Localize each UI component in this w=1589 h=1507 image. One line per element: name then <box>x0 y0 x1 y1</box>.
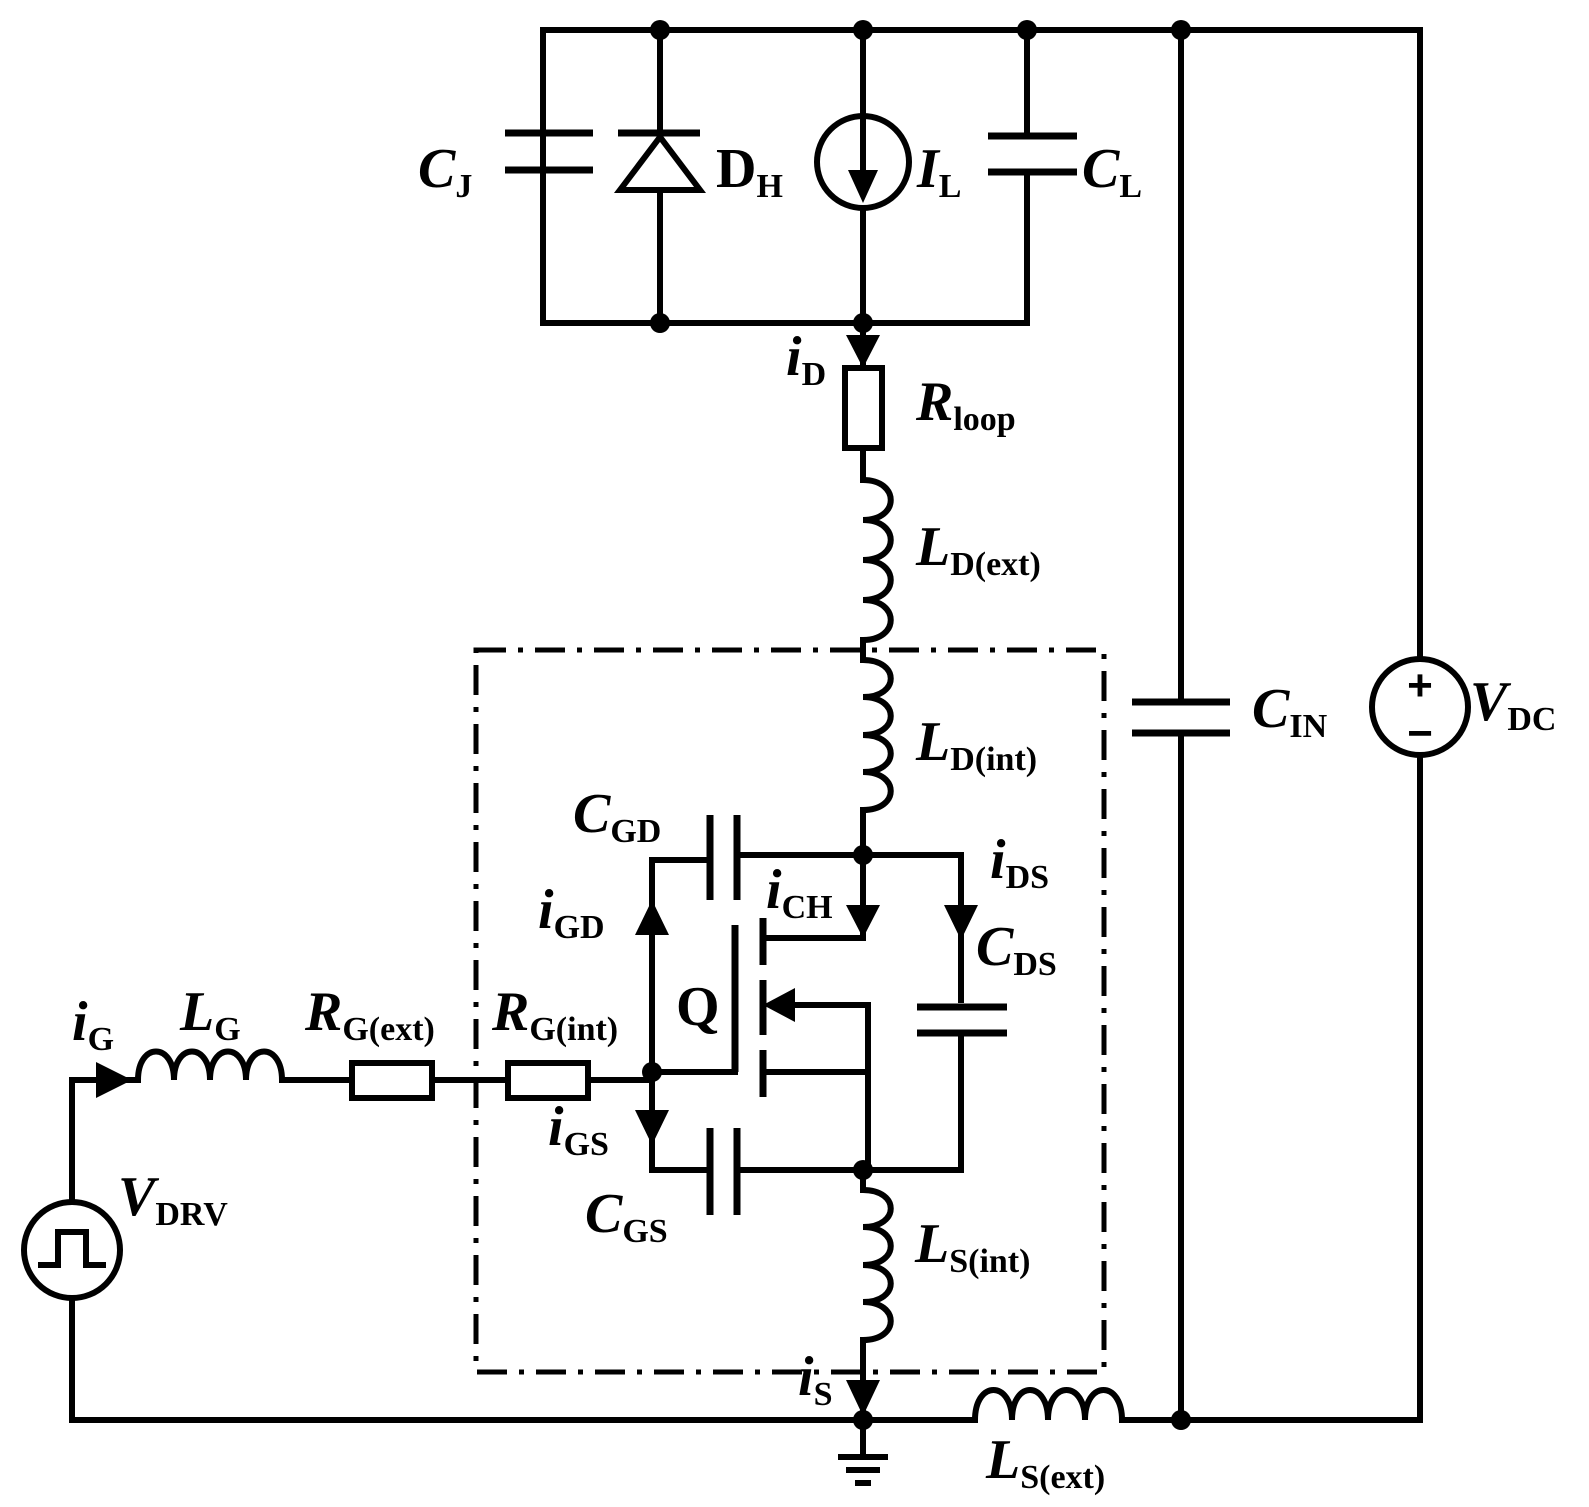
label-rg-int: RG(int) <box>491 981 618 1048</box>
device-package-boundary <box>473 647 1107 1375</box>
vdrv-pulse-source <box>21 1199 123 1301</box>
is-arrow <box>846 1380 880 1416</box>
label-il: IL <box>916 138 961 205</box>
label-rloop: Rloop <box>915 371 1016 438</box>
cj-capacitor <box>505 30 593 323</box>
ls-int-inductor <box>862 1187 894 1343</box>
ld-int-inductor <box>862 657 894 813</box>
label-cj: CJ <box>418 138 472 205</box>
label-ig: iG <box>72 991 114 1058</box>
lg-inductor <box>135 1048 285 1081</box>
cl-capacitor <box>988 30 1077 323</box>
junction-dot <box>650 20 670 40</box>
junction-dot <box>1017 20 1037 40</box>
power-loop: + − <box>860 27 1471 1430</box>
load-section <box>505 20 1423 333</box>
gate-drive-loop <box>21 1048 866 1423</box>
ls-ext-inductor <box>972 1387 1125 1421</box>
label-q: Q <box>676 976 720 1038</box>
ich-arrow <box>846 905 880 938</box>
label-cds: CDS <box>976 916 1057 983</box>
vdc-minus-sign: − <box>1407 709 1433 758</box>
igd-arrow <box>635 900 669 935</box>
label-ld-ext: LD(ext) <box>915 516 1041 583</box>
label-dh: DH <box>716 138 783 205</box>
id-arrow <box>846 335 880 368</box>
label-cgs: CGS <box>585 1183 668 1250</box>
junction-dot <box>853 20 873 40</box>
label-igs: iGS <box>548 1096 609 1163</box>
label-cl: CL <box>1082 138 1142 205</box>
label-rg-ext: RG(ext) <box>304 981 435 1048</box>
junction-dot <box>650 313 670 333</box>
mosfet-internals <box>635 815 1007 1215</box>
rg-int-resistor <box>505 1060 591 1101</box>
label-lg: LG <box>179 981 241 1048</box>
label-ls-int: LS(int) <box>914 1213 1030 1280</box>
label-cgd: CGD <box>573 783 661 850</box>
drain-path <box>842 320 894 858</box>
label-igd: iGD <box>538 879 605 946</box>
vdc-voltage-source: + − <box>1369 656 1471 758</box>
ground-icon <box>838 1417 888 1486</box>
ig-arrow <box>96 1062 132 1098</box>
body-arrow <box>763 988 795 1022</box>
source-path <box>838 1167 894 1486</box>
label-is: iS <box>798 1346 832 1413</box>
label-cin: CIN <box>1252 678 1328 745</box>
label-vdc: VDC <box>1470 671 1556 738</box>
label-ls-ext: LS(ext) <box>985 1429 1105 1496</box>
vdc-plus-sign: + <box>1407 661 1433 710</box>
il-current-source <box>814 30 912 323</box>
ids-arrow <box>944 905 978 940</box>
label-ids: iDS <box>990 829 1049 896</box>
igs-arrow <box>635 1110 669 1145</box>
rg-ext-resistor <box>349 1060 435 1101</box>
label-ich: iCH <box>766 859 833 926</box>
dh-diode <box>613 30 707 323</box>
ld-ext-inductor <box>862 477 894 643</box>
label-ld-int: LD(int) <box>915 711 1037 778</box>
rloop-resistor <box>842 365 885 451</box>
label-vdrv: VDRV <box>118 1166 228 1233</box>
label-id: iD <box>786 326 826 393</box>
